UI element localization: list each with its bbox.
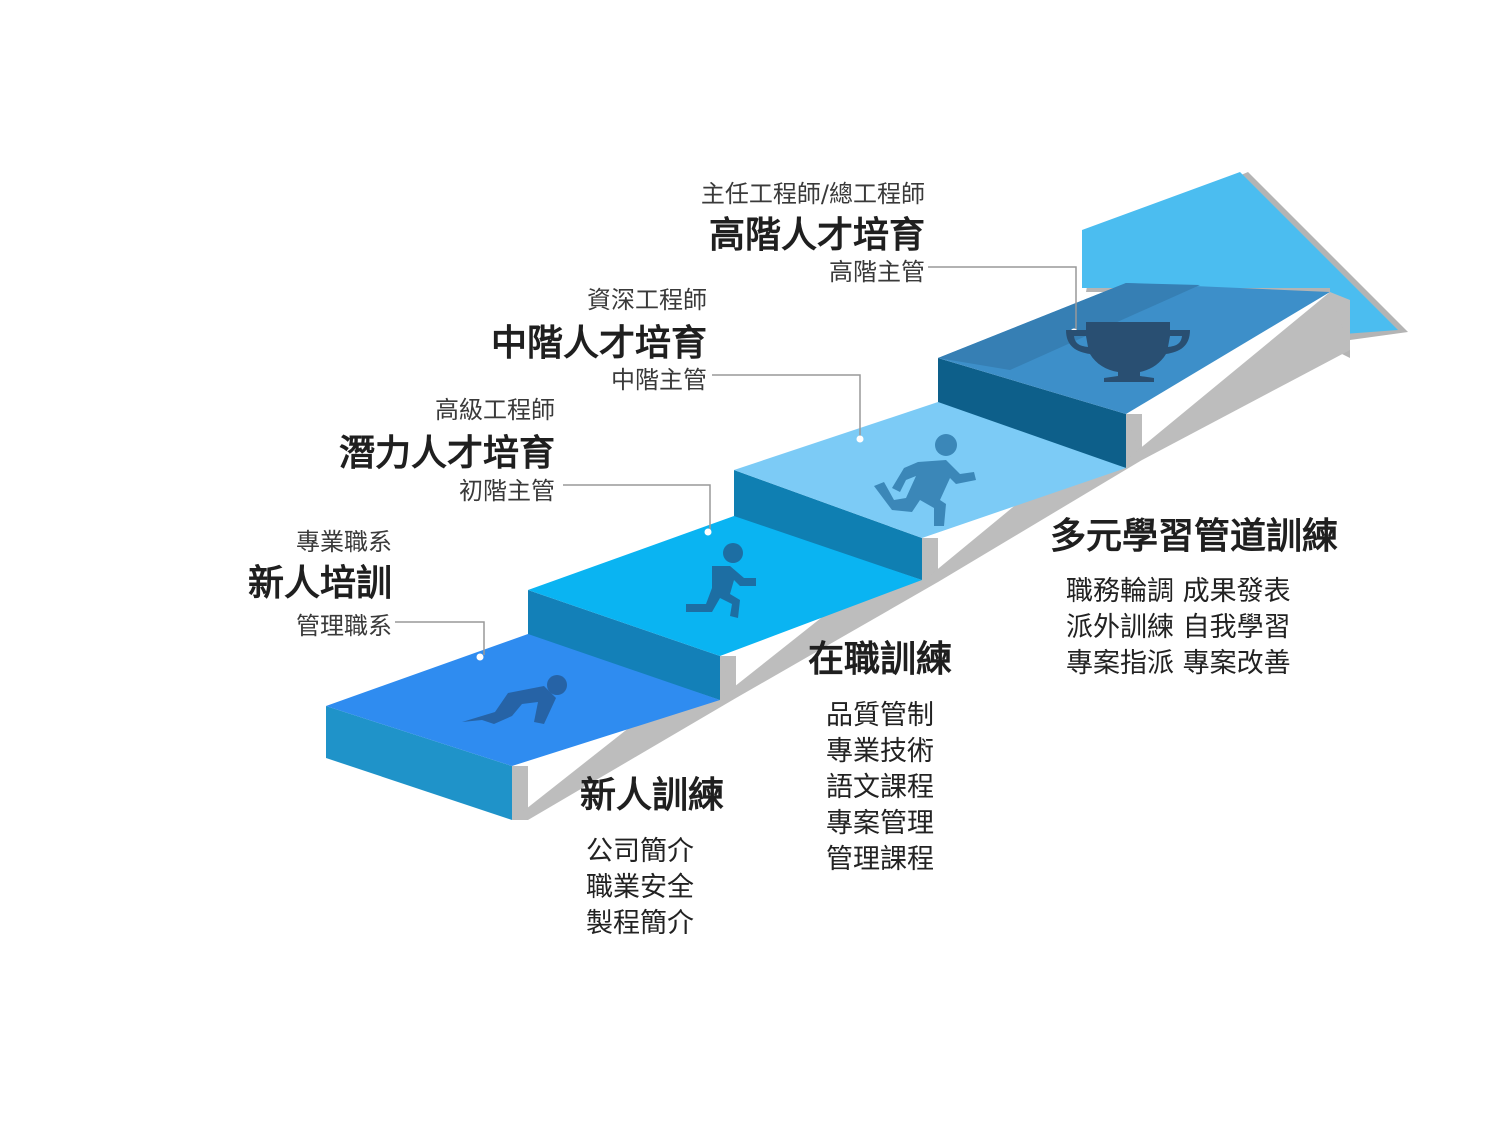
level-3-top: 資深工程師	[587, 286, 707, 314]
course-item: 職業安全	[586, 872, 694, 903]
level-2-top: 高級工程師	[435, 396, 555, 424]
course-item: 管理課程	[826, 844, 934, 875]
stage-3-title: 多元學習管道訓練	[1050, 516, 1339, 557]
trophy-icon	[1066, 322, 1190, 382]
level-4-title: 高階人才培育	[708, 215, 925, 256]
stage-1-courses: 公司簡介 職業安全 製程簡介	[586, 834, 694, 942]
level-1-top: 專業職系	[296, 528, 392, 556]
running-person-icon	[874, 434, 976, 526]
course-item: 派外訓練 自我學習	[1066, 612, 1291, 643]
connector-lines	[395, 266, 1077, 655]
level-4-top: 主任工程師/總工程師	[700, 180, 925, 208]
stage-2-title: 在職訓練	[808, 639, 953, 680]
stage-1-title: 新人訓練	[580, 775, 725, 816]
level-2-title: 潛力人才培育	[338, 433, 555, 474]
course-item: 專案指派 專案改善	[1066, 648, 1291, 679]
course-item: 專業技術	[826, 736, 934, 767]
arrow-head	[1082, 172, 1408, 358]
level-3-title: 中階人才培育	[490, 323, 707, 364]
course-item: 製程簡介	[586, 908, 694, 939]
stage-2-courses: 品質管制 專業技術 語文課程 專案管理 管理課程	[826, 698, 934, 878]
level-1-title: 新人培訓	[247, 563, 392, 604]
level-1-bottom: 管理職系	[296, 612, 392, 640]
course-item: 公司簡介	[586, 836, 694, 867]
level-4-bottom: 高階主管	[829, 258, 925, 286]
level-3-bottom: 中階主管	[611, 366, 707, 394]
course-item: 專案管理	[826, 808, 934, 839]
crouching-person-icon	[462, 675, 567, 724]
walking-person-icon	[686, 543, 756, 618]
course-item: 語文課程	[826, 772, 934, 803]
course-item: 品質管制	[826, 700, 934, 731]
level-2-bottom: 初階主管	[459, 477, 555, 505]
course-item: 職務輪調 成果發表	[1066, 576, 1291, 607]
stage-3-courses: 職務輪調 成果發表 派外訓練 自我學習 專案指派 專案改善	[1066, 574, 1291, 682]
